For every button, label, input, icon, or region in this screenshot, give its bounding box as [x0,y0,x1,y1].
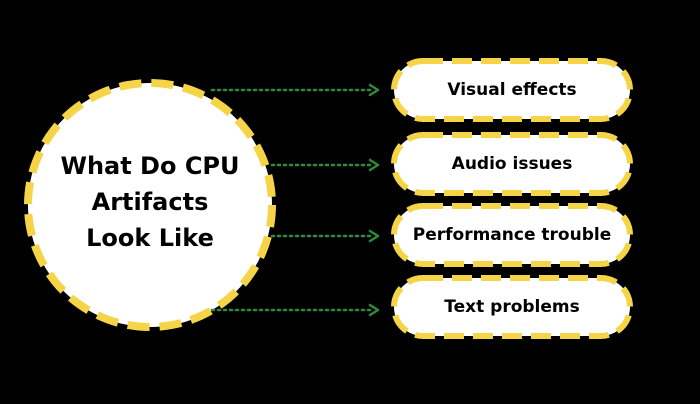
pill-text-problems [391,275,633,339]
center-title-line-2: Artifacts [91,188,209,216]
arrow-audio-issues [270,158,380,172]
pill-label-performance-trouble: Performance trouble [412,225,612,245]
pill-label-visual-effects: Visual effects [447,80,577,100]
pill-label-audio-issues: Audio issues [451,154,573,174]
pill-label-text-problems: Text problems [444,297,580,317]
arrow-visual-effects [210,83,380,97]
center-circle [24,79,276,331]
center-title: What Do CPU Artifacts Look Like [42,148,258,256]
pill-audio-issues [391,132,633,196]
pill-performance-trouble [391,203,633,267]
center-title-line-1: What Do CPU [60,152,240,180]
center-title-line-3: Look Like [86,224,214,252]
arrow-performance-trouble [270,229,380,243]
pill-visual-effects [391,58,633,122]
arrow-text-problems [210,303,380,317]
